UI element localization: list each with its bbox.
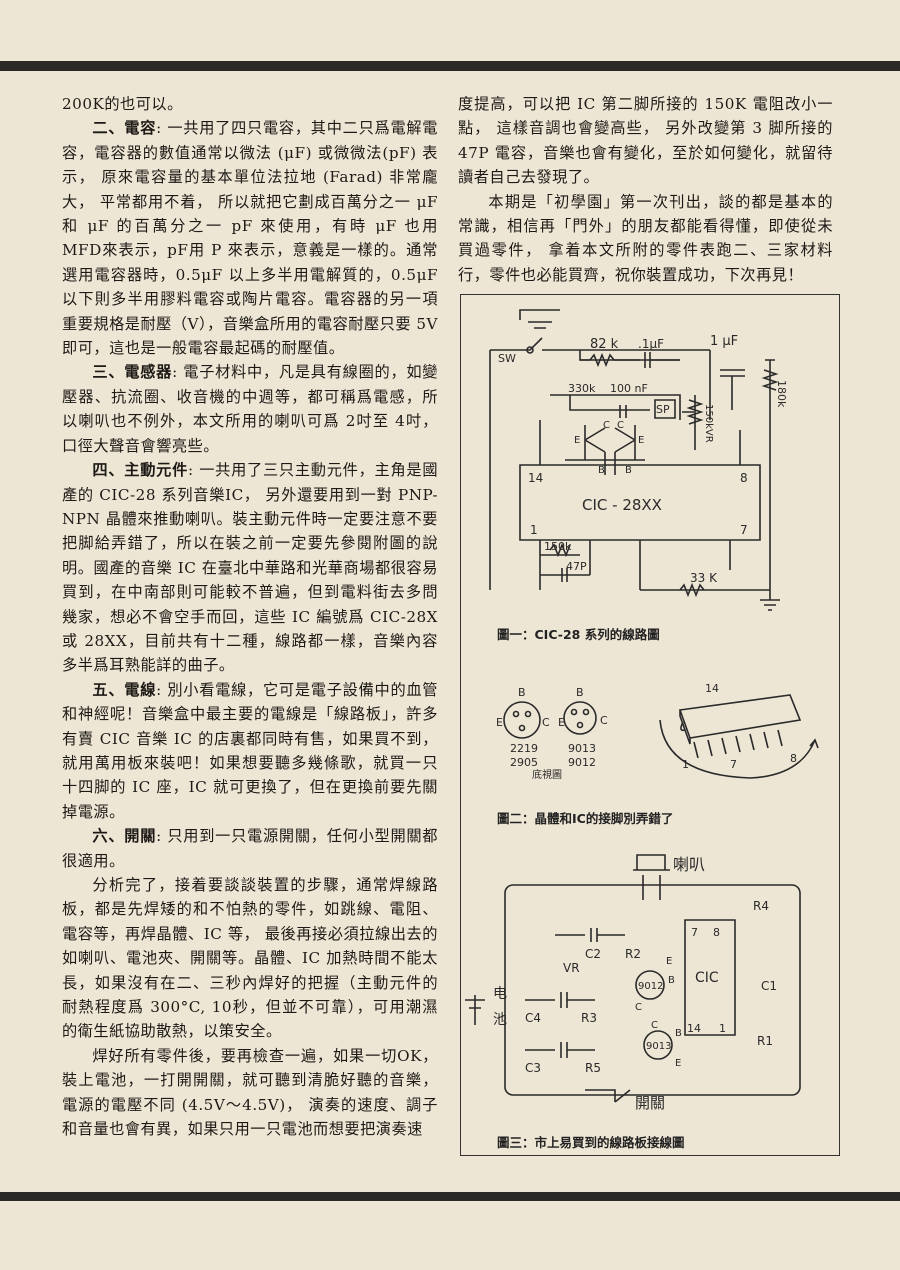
figure1-schematic: SW 82 k .1μF 1 μF 180k 330k 100 nF SP 15… [489,309,788,611]
label-bottom-view: 底視圖 [532,768,562,781]
label-vr: VR [563,961,580,975]
paragraph-assembly: 分析完了，接着要談談裝置的步驟，通常焊線路板，都是先焊矮的和不怕熱的零件，如跳線… [62,876,438,1041]
label-ic-pin1: 1 [682,758,689,771]
label-pin1: 1 [719,1022,726,1035]
label-pin8: 8 [740,471,748,485]
label-e-b: E [675,1058,681,1069]
label-b2: B [625,465,632,476]
label-c-b: C [651,1020,658,1031]
label-ic-pin8: 8 [790,752,797,765]
label-c-a: C [635,1002,642,1013]
right-column: 度提高，可以把 IC 第二脚所接的 150K 電阻改小一點， 這樣音調也會變高些… [458,92,833,287]
label-c2: C2 [585,947,601,961]
label-1uf: 1 μF [710,334,738,349]
figure3-caption: 圖三：市上易買到的線路板接線圖 [497,1135,685,1150]
section-heading: 六、開關 [92,827,157,846]
label-e1: E [574,435,580,446]
label-9013: 9013 [646,1041,671,1052]
bottom-rule [0,1192,900,1201]
label-b-a: B [668,975,675,986]
label-b-b: B [675,1028,682,1039]
label-sp: SP [656,403,670,416]
label-pin14: 14 [528,471,543,485]
label-pin7: 7 [691,926,698,939]
figure1-caption: 圖一：CIC-28 系列的線路圖 [497,627,660,642]
label-c1: C1 [761,979,777,993]
label-01uf: .1μF [638,337,664,351]
label-2219: 2219 [510,742,538,755]
paragraph-capacitor: 二、電容: 一共用了四只電容，其中二只爲電解電容，電容器的數值通常以微法 (μF… [62,116,438,360]
label-pin14: 14 [687,1022,701,1035]
label-c-right: C [600,714,608,727]
label-180k: 180k [775,380,788,408]
label-9012: 9012 [638,981,663,992]
section-heading: 三、電感器 [92,363,173,382]
paragraph-active-components: 四、主動元件: 一共用了三只主動元件，主角是國產的 CIC-28 系列音樂IC，… [62,458,438,678]
label-82k: 82 k [590,337,619,352]
figure3-board: 喇叭 R4 C2 R2 VR 9012 CIC C1 R1 电 池 C4 R3 … [465,854,801,1112]
label-c1: C [603,420,610,431]
label-47p: 47P [566,560,587,573]
figure2-pinout: B E C B E C 2219 2905 9013 9012 底視圖 14 1… [496,682,819,781]
figure-box [460,294,840,1156]
label-sw: SW [498,352,516,365]
top-rule [0,61,900,71]
label-330k: 330k [568,382,596,395]
label-pin7: 7 [740,523,748,537]
paragraph-testing: 焊好所有零件後，要再檢查一遍，如果一切OK，裝上電池，一打開開關，就可聽到清脆好… [62,1046,438,1139]
section-body: : 一共用了四只電容，其中二只爲電解電容，電容器的數值通常以微法 (μF) 或微… [62,119,438,358]
label-b-left: B [518,686,526,699]
label-battery-a: 电 [493,986,507,1002]
label-e-left: E [496,716,503,729]
section-body: : 一共用了三只主動元件，主角是國產的 CIC-28 系列音樂IC， 另外還要用… [62,461,439,675]
paragraph-inductor: 三、電感器: 電子材料中，凡是具有線圈的，如變壓器、抗流圈、收音機的中週等，都可… [62,360,438,458]
label-pin1: 1 [530,523,538,537]
label-b1: B [598,465,605,476]
label-r5: R5 [585,1061,601,1075]
left-column: 200K的也可以。 二、電容: 一共用了四只電容，其中二只爲電解電容，電容器的數… [62,92,438,1141]
label-9012: 9012 [568,756,596,769]
figure2-caption: 圖二：晶體和IC的接脚別弄錯了 [497,811,674,826]
label-ic-pin14: 14 [705,682,719,695]
section-heading: 二、電容 [92,119,157,138]
paragraph-switch: 六、開關: 只用到一只電源開關，任何小型開關都很適用。 [62,824,438,873]
paragraph-wires: 五、電線: 別小看電線，它可是電子設備中的血管和神經呢！音樂盒中最主要的電線是「… [62,678,438,824]
label-c2: C [617,420,624,431]
label-e-right: E [558,716,565,729]
label-switch: 開關 [635,1094,665,1112]
label-battery-b: 池 [493,1012,507,1028]
section-body: : 只用到一只電源開關，任何小型開關都很適用。 [62,827,438,870]
label-b-right: B [576,686,584,699]
paragraph-closing: 本期是「初學園」第一次刊出，談的都是基本的常識，相信再「門外」的朋友都能看得懂，… [458,192,833,284]
label-r4: R4 [753,899,769,913]
label-c3: C3 [525,1061,541,1075]
label-ic-pin7: 7 [730,758,737,771]
section-body: : 電子材料中，凡是具有線圈的，如變壓器、抗流圈、收音機的中週等，都可稱爲電感，… [62,363,438,455]
label-cic: CIC [695,970,719,986]
label-r1: R1 [757,1034,773,1048]
label-2905: 2905 [510,756,538,769]
label-pin8: 8 [713,926,720,939]
paragraph: 200K的也可以。 [62,95,183,113]
label-c4: C4 [525,1011,541,1025]
section-heading: 五、電線 [92,680,157,699]
label-c-left: C [542,716,550,729]
section-heading: 四、主動元件 [92,461,189,480]
label-r3: R3 [581,1011,597,1025]
label-r2: R2 [625,947,641,961]
label-e2: E [638,435,644,446]
label-e-a: E [666,956,672,967]
label-150k: 150k [544,540,572,553]
label-33k: 33 K [690,571,718,585]
label-vr150k: 150kVR [703,404,714,443]
section-body: : 別小看電線，它可是電子設備中的血管和神經呢！音樂盒中最主要的電線是「線路板」… [62,680,438,821]
label-9013: 9013 [568,742,596,755]
paragraph: 度提高，可以把 IC 第二脚所接的 150K 電阻改小一點， 這樣音調也會變高些… [458,95,833,187]
label-100nf: 100 nF [610,382,648,395]
label-ic: CIC - 28XX [582,496,662,514]
label-speaker: 喇叭 [673,855,705,874]
